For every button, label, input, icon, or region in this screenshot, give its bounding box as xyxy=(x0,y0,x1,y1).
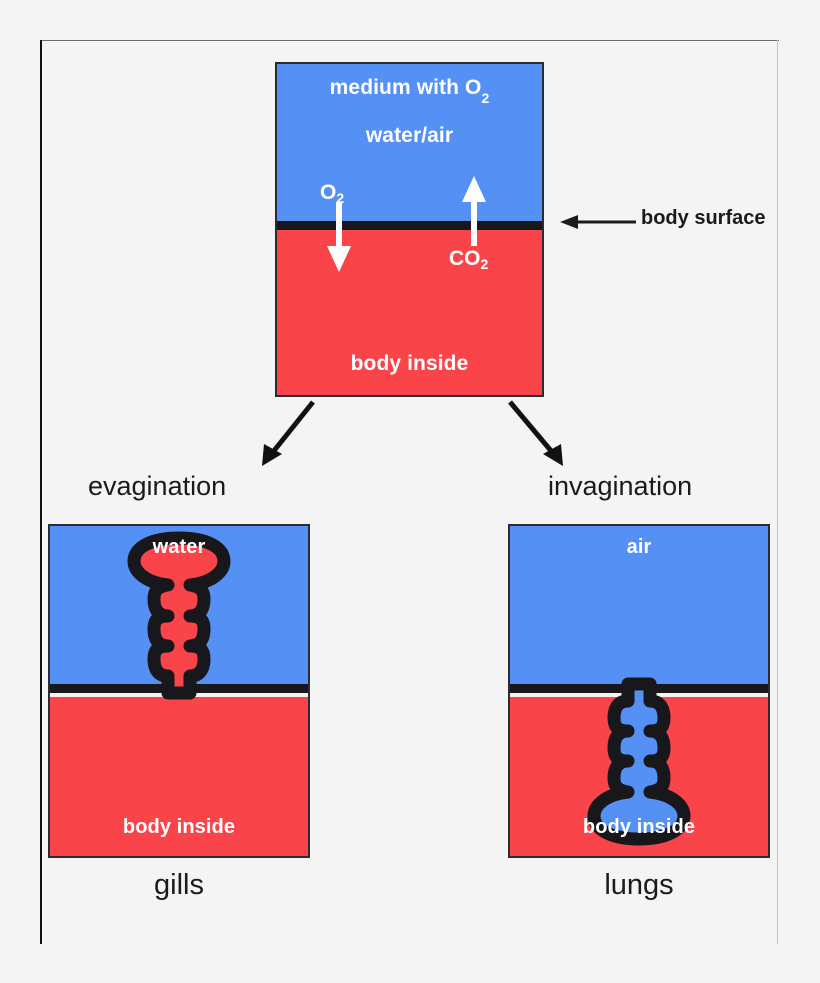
figure-frame-left-rule xyxy=(40,40,42,944)
body-surface-callout-label: body surface xyxy=(641,207,766,229)
invagination-label: invagination xyxy=(548,471,693,501)
lungs-panel: air body inside xyxy=(508,524,770,858)
carbon-dioxide-outward-arrow xyxy=(462,176,486,246)
gills-caption: gills xyxy=(154,869,204,901)
oxygen-inward-arrow xyxy=(327,202,351,272)
oxygen-label-subscript: 2 xyxy=(336,190,345,206)
carbon-dioxide-label-subscript: 2 xyxy=(480,256,489,272)
main-medium-label-text: medium with O xyxy=(329,76,482,99)
main-medium-label: medium with O2 xyxy=(277,76,542,106)
lungs-air-region xyxy=(510,526,768,692)
figure-frame-right-rule xyxy=(777,40,778,944)
lungs-caption: lungs xyxy=(604,869,674,901)
body-surface-callout-arrow-icon xyxy=(560,215,636,229)
oxygen-label: O2 xyxy=(320,181,345,206)
gills-water-label: water xyxy=(152,536,206,558)
carbon-dioxide-label-text: CO xyxy=(449,247,481,270)
carbon-dioxide-label: CO2 xyxy=(449,247,489,272)
body-surface-callout: body surface xyxy=(556,207,781,237)
main-medium-region xyxy=(277,64,542,225)
main-body-surface-panel: medium with O2 water/air body inside O2 … xyxy=(275,62,544,397)
evagination-branch-arrow xyxy=(262,400,315,466)
lungs-air-label: air xyxy=(626,536,652,558)
gills-panel: water body inside xyxy=(48,524,310,858)
gills-body-inside-label: body inside xyxy=(122,816,236,838)
main-medium-label-subscript: 2 xyxy=(481,90,490,107)
oxygen-label-text: O xyxy=(320,181,337,204)
lungs-body-inside-label: body inside xyxy=(582,816,696,838)
main-medium-type-label: water/air xyxy=(365,124,454,147)
main-body-inside-label: body inside xyxy=(350,352,469,375)
invagination-branch-arrow xyxy=(508,400,563,466)
branch-arrows xyxy=(262,400,563,466)
main-body-surface-band xyxy=(277,221,542,230)
main-body-inside-region xyxy=(277,230,542,395)
gas-flow-arrows xyxy=(327,176,486,272)
evagination-label: evagination xyxy=(88,471,227,501)
gills-body-inside-region xyxy=(50,697,308,856)
figure-frame-top-rule xyxy=(40,40,779,41)
